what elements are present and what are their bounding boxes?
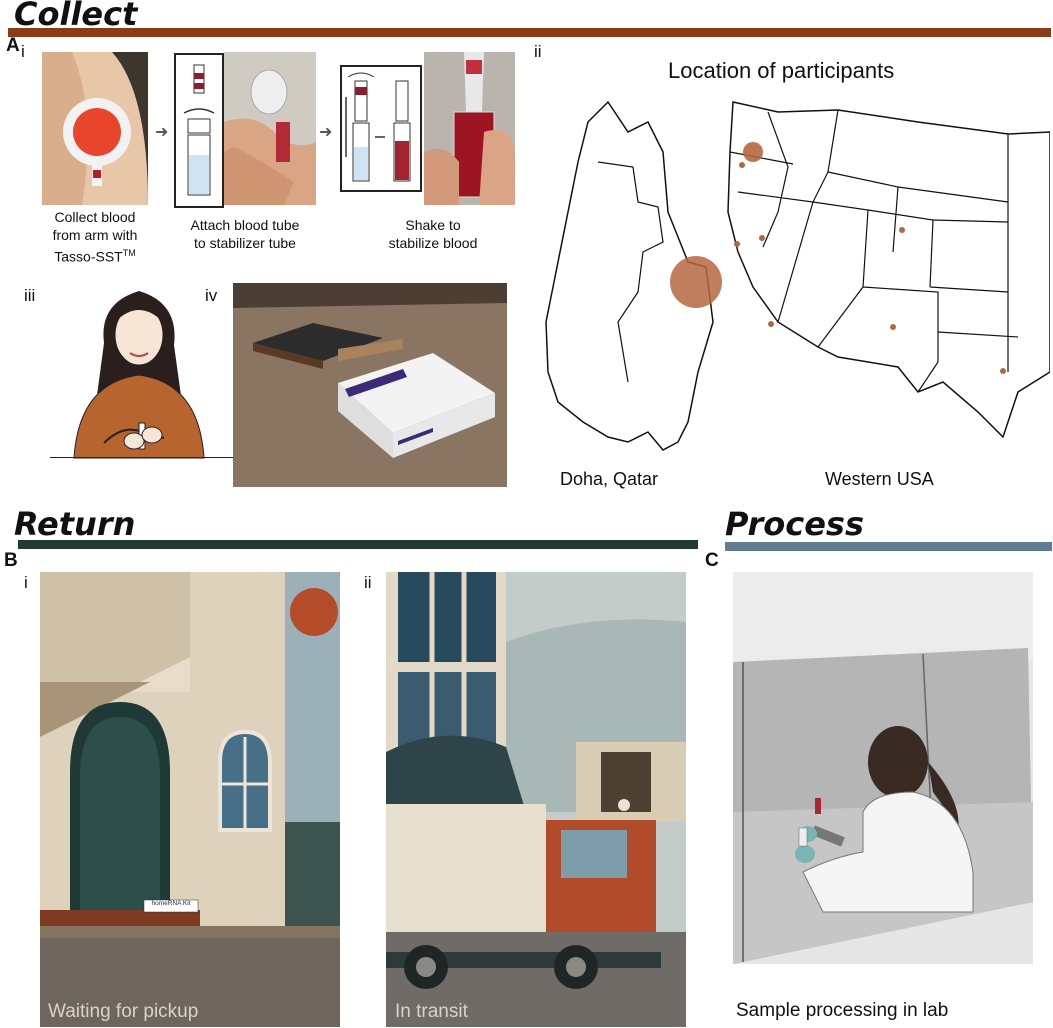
waiting-pickup-illustration [40, 572, 340, 1027]
subpanel-b-i: i [24, 573, 28, 592]
attach-tube-photo [224, 52, 316, 205]
process-bar [725, 542, 1052, 551]
usa-outline [727, 101, 1050, 439]
attach-tube-caption: Attach blood tube to stabilizer tube [170, 216, 320, 252]
subpanel-a-i: i [21, 42, 25, 61]
tasso-arm-photo [42, 52, 148, 205]
collect-title: Collect [14, 0, 138, 33]
process-title: Process [725, 505, 864, 543]
shake-tube-photo [424, 52, 515, 205]
transit-caption: In transit [395, 1001, 468, 1022]
kit-label: homeRNA Kit [151, 900, 191, 907]
return-title: Return [14, 505, 136, 543]
process-caption: Sample processing in lab [736, 1000, 949, 1021]
caption-text: Tasso-SST [54, 248, 123, 265]
subpanel-b-ii: ii [364, 573, 372, 592]
participant-illustration [44, 283, 234, 463]
attach-tube-diagram [174, 53, 224, 208]
caption-line: Shake to [405, 217, 461, 233]
caption-line: Collect blood [54, 209, 136, 225]
lab-processing-illustration [733, 572, 1033, 964]
map-title: Location of participants [668, 58, 895, 83]
collect-blood-caption: Collect blood from arm with Tasso-SSTTM [22, 208, 168, 266]
trademark-superscript: TM [122, 248, 136, 258]
caption-line: Attach blood tube [190, 217, 300, 233]
shake-tube-caption: Shake to stabilize blood [358, 216, 508, 252]
shake-tube-diagram [340, 65, 422, 192]
kit-box-photo [233, 283, 507, 487]
table-line [50, 457, 233, 458]
panel-label-c: C [705, 550, 719, 571]
caption-line: to stabilizer tube [194, 235, 296, 251]
waiting-caption: Waiting for pickup [48, 1001, 199, 1022]
panel-label-a: A [6, 35, 20, 56]
return-bar [18, 540, 698, 549]
subpanel-a-ii: ii [534, 42, 542, 61]
participants-map [538, 92, 1050, 457]
qatar-outline [545, 100, 714, 451]
arrow-icon: ➜ [155, 124, 169, 141]
subpanel-a-iv: iv [205, 286, 218, 305]
qatar-label: Doha, Qatar [560, 469, 659, 489]
caption-line: from arm with [52, 227, 138, 243]
arrow-icon: ➜ [319, 124, 333, 141]
collect-bar [8, 28, 1051, 37]
caption-line: Tasso-SSTTM [22, 244, 168, 266]
subpanel-a-iii: iii [24, 286, 36, 305]
in-transit-illustration [386, 572, 686, 1027]
caption-line: stabilize blood [388, 235, 478, 251]
panel-label-b: B [4, 550, 18, 571]
usa-label: Western USA [825, 469, 934, 489]
